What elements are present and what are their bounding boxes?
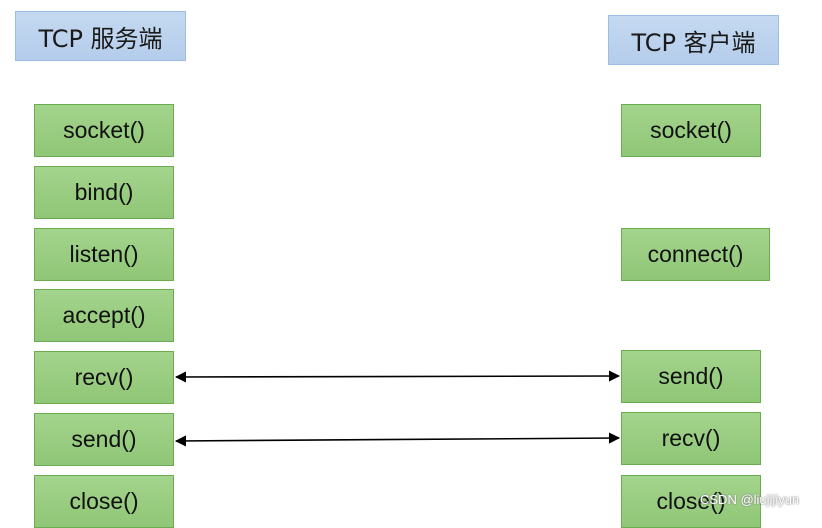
server-header: TCP 服务端 (15, 11, 186, 61)
tcp-flow-diagram: TCP 服务端 TCP 客户端 socket() bind() listen()… (15, 11, 800, 528)
server-step-socket: socket() (34, 104, 174, 157)
server-step-recv: recv() (34, 351, 174, 404)
arrow-send-recv (174, 432, 621, 447)
arrow-recv-send (174, 370, 621, 383)
client-header: TCP 客户端 (608, 15, 779, 65)
client-step-connect: connect() (621, 228, 770, 281)
server-step-listen: listen() (34, 228, 174, 281)
client-step-recv: recv() (621, 412, 761, 465)
client-step-socket: socket() (621, 104, 761, 157)
server-step-send: send() (34, 413, 174, 466)
watermark: CSDN @liujijiyun (700, 492, 800, 507)
server-step-accept: accept() (34, 289, 174, 342)
server-step-close: close() (34, 475, 174, 528)
server-step-bind: bind() (34, 166, 174, 219)
client-step-send: send() (621, 350, 761, 403)
